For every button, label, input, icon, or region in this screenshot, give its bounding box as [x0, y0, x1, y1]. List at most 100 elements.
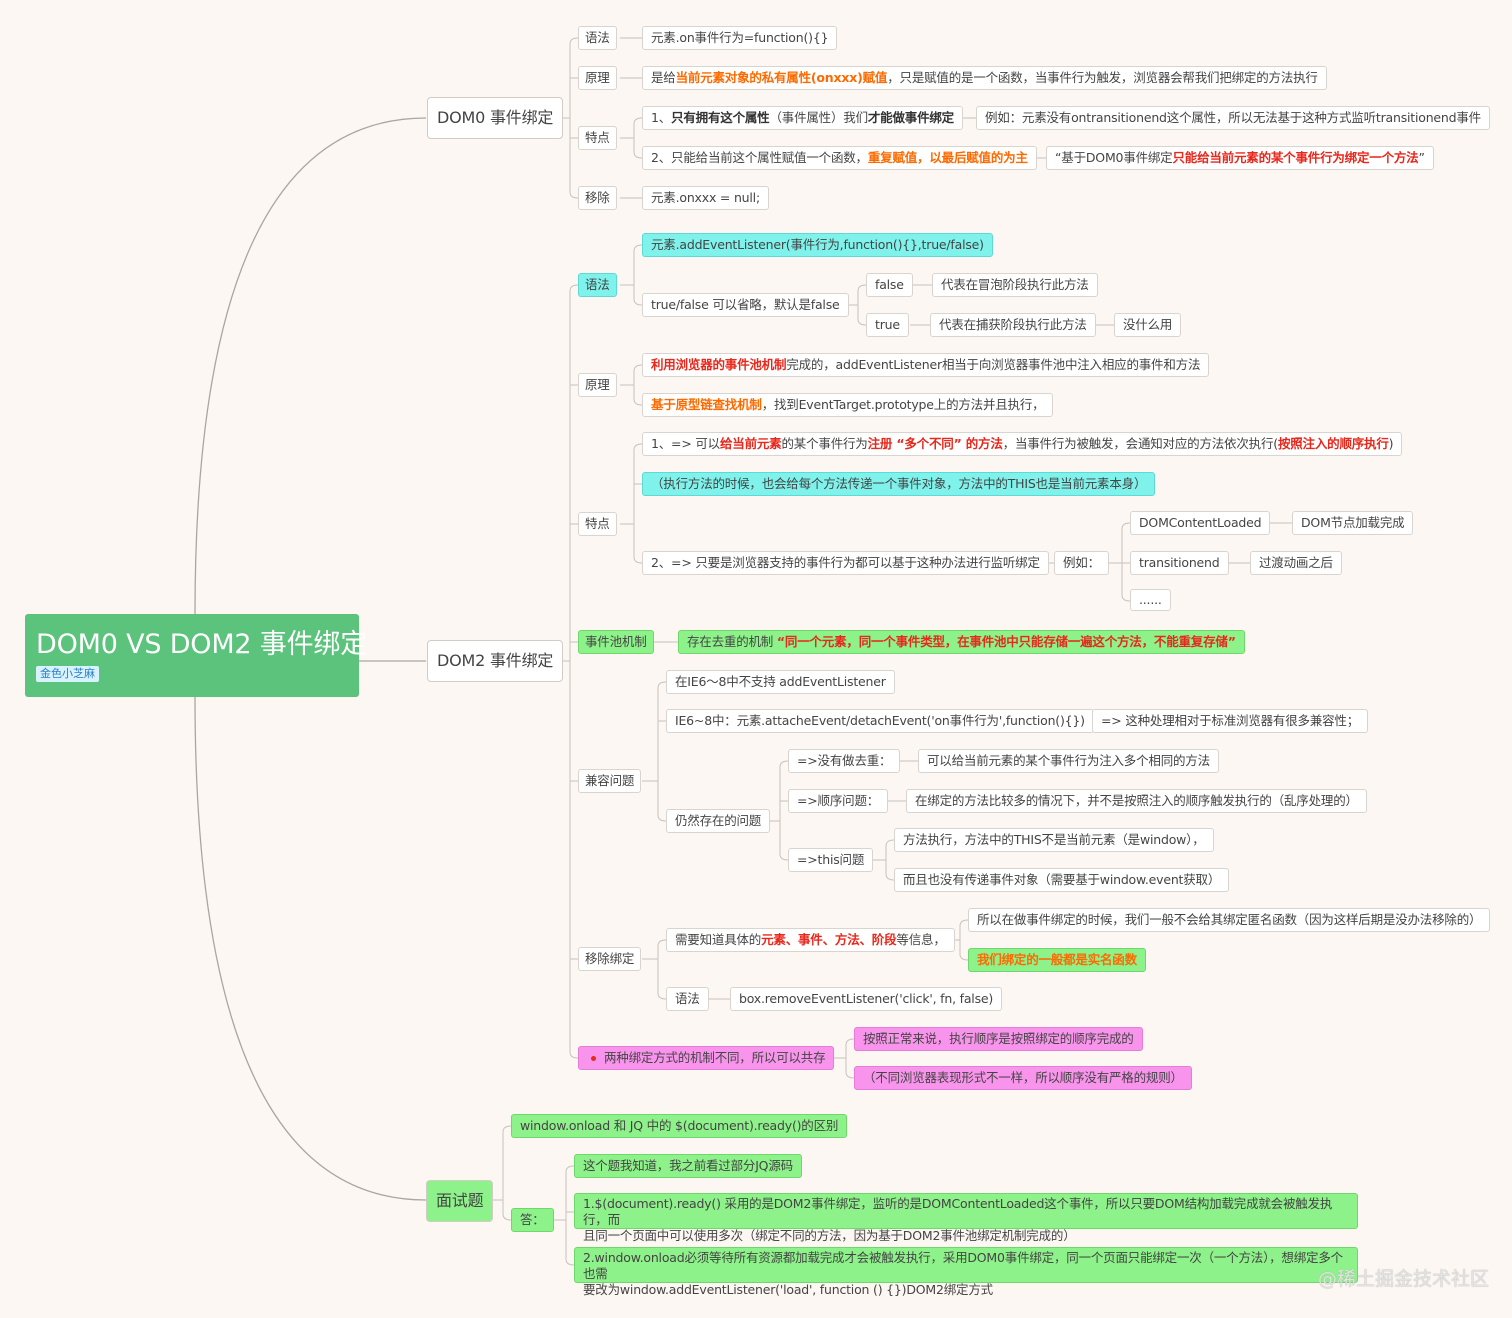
dom0-principle-label[interactable]: 原理 [578, 66, 617, 90]
dom2-remove-label[interactable]: 移除绑定 [578, 947, 642, 971]
example-transitionend-desc[interactable]: 过渡动画之后 [1250, 551, 1342, 575]
remove-anon-note[interactable]: 所以在做事件绑定的时候，我们一般不会给其绑定匿名函数（因为这样后期是没办法移除的… [968, 908, 1491, 932]
text-part: ，找到EventTarget.prototype上的方法并且执行， [761, 397, 1045, 412]
highlight-text: 利用浏览器的事件池机制 [651, 357, 787, 372]
dom0-syntax-text[interactable]: 元素.on事件行为=function(){} [642, 26, 838, 50]
highlight-text: 按照注入的顺序执行 [1277, 436, 1389, 451]
true-option[interactable]: true [866, 313, 909, 337]
text-part: 完成的，addEventListener相当于向浏览器事件池中注入相应的事件和方… [786, 357, 1201, 372]
coexist-text[interactable]: 两种绑定方式的机制不同，所以可以共存 [578, 1046, 835, 1070]
dom2-pool-text[interactable]: 存在去重的机制 “同一个元素，同一个事件类型，在事件池中只能存储一遍这个方法，不… [678, 630, 1245, 654]
dom2-feature-label[interactable]: 特点 [578, 512, 617, 536]
example-more[interactable]: ...... [1130, 589, 1171, 611]
author-tag: 金色小芝麻 [36, 666, 99, 682]
dom0-syntax-label[interactable]: 语法 [578, 26, 617, 50]
root-topic[interactable]: DOM0 VS DOM2 事件绑定 金色小芝麻 [25, 614, 367, 697]
text-line: 要改为window.addEventListener('load', funct… [583, 1282, 993, 1297]
example-transitionend[interactable]: transitionend [1130, 551, 1229, 575]
bold-text: 才能做事件绑定 [867, 110, 954, 125]
interview-answer-1[interactable]: 1.$(document).ready() 采用的是DOM2事件绑定，监听的是D… [574, 1193, 1358, 1243]
text-part: ，只是赋值的是一个函数，当事件行为触发，浏览器会帮我们把绑定的方法执行 [887, 70, 1318, 85]
text-part: 1、 [651, 110, 672, 125]
example-domcontentloaded-desc[interactable]: DOM节点加载完成 [1292, 511, 1414, 535]
remove-need[interactable]: 需要知道具体的元素、事件、方法、阶段等信息， [666, 928, 955, 952]
text-part: 的某个事件行为 [781, 436, 868, 451]
highlight-text: 当前元素对象的私有属性(onxxx)赋值 [675, 70, 888, 85]
highlight-text: 基于原型链查找机制 [651, 397, 762, 412]
compat-ie-alt[interactable]: IE6~8中：元素.attacheEvent/detachEvent('on事件… [666, 709, 1094, 733]
dom0-remove-text[interactable]: 元素.onxxx = null; [642, 186, 769, 210]
dom0-feature-item2[interactable]: 2、只能给当前这个属性赋值一个函数，重复赋值，以最后赋值的为主 [642, 146, 1037, 170]
this-label[interactable]: =>this问题 [788, 848, 874, 872]
dom2-feature-item2[interactable]: 2、=> 只要是浏览器支持的事件行为都可以基于这种办法进行监听绑定 [642, 551, 1049, 575]
remove-named-note[interactable]: 我们绑定的一般都是实名函数 [968, 948, 1146, 972]
dom2-feature-item1[interactable]: 1、=> 可以给当前元素的某个事件行为注册 “多个不同” 的方法，当事件行为被触… [642, 432, 1403, 456]
text-part: 需要知道具体的 [675, 932, 762, 947]
dom0-principle-text[interactable]: 是给当前元素对象的私有属性(onxxx)赋值，只是赋值的是一个函数，当事件行为触… [642, 66, 1327, 90]
dom2-topic[interactable]: DOM2 事件绑定 [427, 640, 564, 682]
text-part: “基于DOM0事件绑定 [1055, 150, 1173, 165]
true-option-note[interactable]: 没什么用 [1114, 313, 1182, 337]
text-part: 存在去重的机制 [687, 634, 777, 649]
highlight-text: “同一个元素，同一个事件类型，在事件池中只能存储一遍这个方法，不能重复存储” [776, 634, 1236, 649]
text-part: 2、只能给当前这个属性赋值一个函数， [651, 150, 868, 165]
example-domcontentloaded[interactable]: DOMContentLoaded [1130, 511, 1271, 535]
highlight-text: 给当前元素 [719, 436, 782, 451]
dom0-feature-label[interactable]: 特点 [578, 126, 617, 150]
highlight-text: 重复赋值，以最后赋值的为主 [867, 150, 1028, 165]
dom0-feature-item1[interactable]: 1、只有拥有这个属性（事件属性）我们才能做事件绑定 [642, 106, 963, 130]
remove-syntax-label[interactable]: 语法 [666, 987, 709, 1011]
dom0-feature-item2-note[interactable]: “基于DOM0事件绑定只能给当前元素的某个事件行为绑定一个方法” [1046, 146, 1434, 170]
dom0-remove-label[interactable]: 移除 [578, 186, 617, 210]
dedup-label[interactable]: =>没有做去重： [788, 749, 901, 773]
dom0-topic[interactable]: DOM0 事件绑定 [427, 97, 564, 139]
interview-topic[interactable]: 面试题 [426, 1180, 494, 1222]
dom0-feature-item1-example[interactable]: 例如：元素没有ontransitionend这个属性，所以无法基于这种方式监听t… [976, 106, 1490, 130]
text-part: 1、=> 可以 [651, 436, 720, 451]
coexist-browser[interactable]: （不同浏览器表现形式不一样，所以顺序没有严格的规则） [854, 1066, 1192, 1090]
compat-still[interactable]: 仍然存在的问题 [666, 809, 771, 833]
dom2-principle-label[interactable]: 原理 [578, 373, 617, 397]
interview-answer-0[interactable]: 这个题我知道，我之前看过部分JQ源码 [574, 1154, 802, 1178]
compat-ie6[interactable]: 在IE6～8中不支持 addEventListener [666, 670, 895, 694]
highlight-text: 注册 “多个不同” 的方法 [867, 436, 1003, 451]
highlight-text: 元素、事件、方法、阶段 [761, 932, 897, 947]
dom2-principle-item2[interactable]: 基于原型链查找机制，找到EventTarget.prototype上的方法并且执… [642, 393, 1054, 417]
dom2-compat-label[interactable]: 兼容问题 [578, 769, 642, 793]
dom2-principle-item1[interactable]: 利用浏览器的事件池机制完成的，addEventListener相当于向浏览器事件… [642, 353, 1210, 377]
text-part: 两种绑定方式的机制不同，所以可以共存 [604, 1050, 826, 1065]
dom2-syntax-label[interactable]: 语法 [578, 273, 617, 297]
interview-answer-2[interactable]: 2.window.onload必须等待所有资源都加载完成才会被触发执行，采用DO… [574, 1247, 1358, 1297]
text-part: ，当事件行为被触发，会通知对应的方法依次执行( [1002, 436, 1278, 451]
example-label[interactable]: 例如： [1054, 551, 1109, 575]
false-option-desc[interactable]: 代表在冒泡阶段执行此方法 [932, 273, 1098, 297]
order-text[interactable]: 在绑定的方法比较多的情况下，并不是按照注入的顺序触发执行的（乱序处理的） [906, 789, 1367, 813]
text-part: ” [1418, 150, 1425, 165]
highlight-text: 只能给当前元素的某个事件行为绑定一个方法 [1172, 150, 1419, 165]
dom2-pool-label[interactable]: 事件池机制 [578, 630, 654, 654]
text-part: 等信息， [896, 932, 946, 947]
this-text2[interactable]: 而且也没有传递事件对象（需要基于window.event获取） [894, 868, 1230, 892]
false-option[interactable]: false [866, 273, 913, 297]
bold-text: 只有拥有这个属性 [671, 110, 770, 125]
text-line: 2.window.onload必须等待所有资源都加载完成才会被触发执行，采用DO… [583, 1250, 1343, 1281]
interview-question[interactable]: window.onload 和 JQ 中的 $(document).ready(… [511, 1114, 848, 1138]
compat-ie-alt-note[interactable]: => 这种处理相对于标准浏览器有很多兼容性； [1092, 709, 1369, 733]
text-part: 是给 [651, 70, 676, 85]
dom2-syntax-optional[interactable]: true/false 可以省略，默认是false [642, 293, 849, 317]
dom2-syntax-text[interactable]: 元素.addEventListener(事件行为,function(){},tr… [642, 233, 993, 257]
text-line: 1.$(document).ready() 采用的是DOM2事件绑定，监听的是D… [583, 1196, 1333, 1227]
remove-syntax-text[interactable]: box.removeEventListener('click', fn, fal… [730, 987, 1003, 1011]
dedup-text[interactable]: 可以给当前元素的某个事件行为注入多个相同的方法 [918, 749, 1219, 773]
interview-answer-label[interactable]: 答： [511, 1208, 554, 1232]
text-part: ) [1388, 436, 1394, 451]
coexist-order[interactable]: 按照正常来说，执行顺序是按照绑定的顺序完成的 [854, 1027, 1143, 1051]
dom2-feature-item1-note[interactable]: （执行方法的时候，也会给每个方法传递一个事件对象，方法中的THIS也是当前元素本… [642, 472, 1156, 496]
true-option-desc[interactable]: 代表在捕获阶段执行此方法 [930, 313, 1096, 337]
bullet-icon [591, 1056, 596, 1061]
text-line: 且同一个页面中可以使用多次（绑定不同的方法，因为基于DOM2事件池绑定机制完成的… [583, 1228, 1076, 1243]
order-label[interactable]: =>顺序问题： [788, 789, 889, 813]
text-part: （事件属性）我们 [769, 110, 868, 125]
this-text1[interactable]: 方法执行，方法中的THIS不是当前元素（是window）， [894, 828, 1214, 852]
